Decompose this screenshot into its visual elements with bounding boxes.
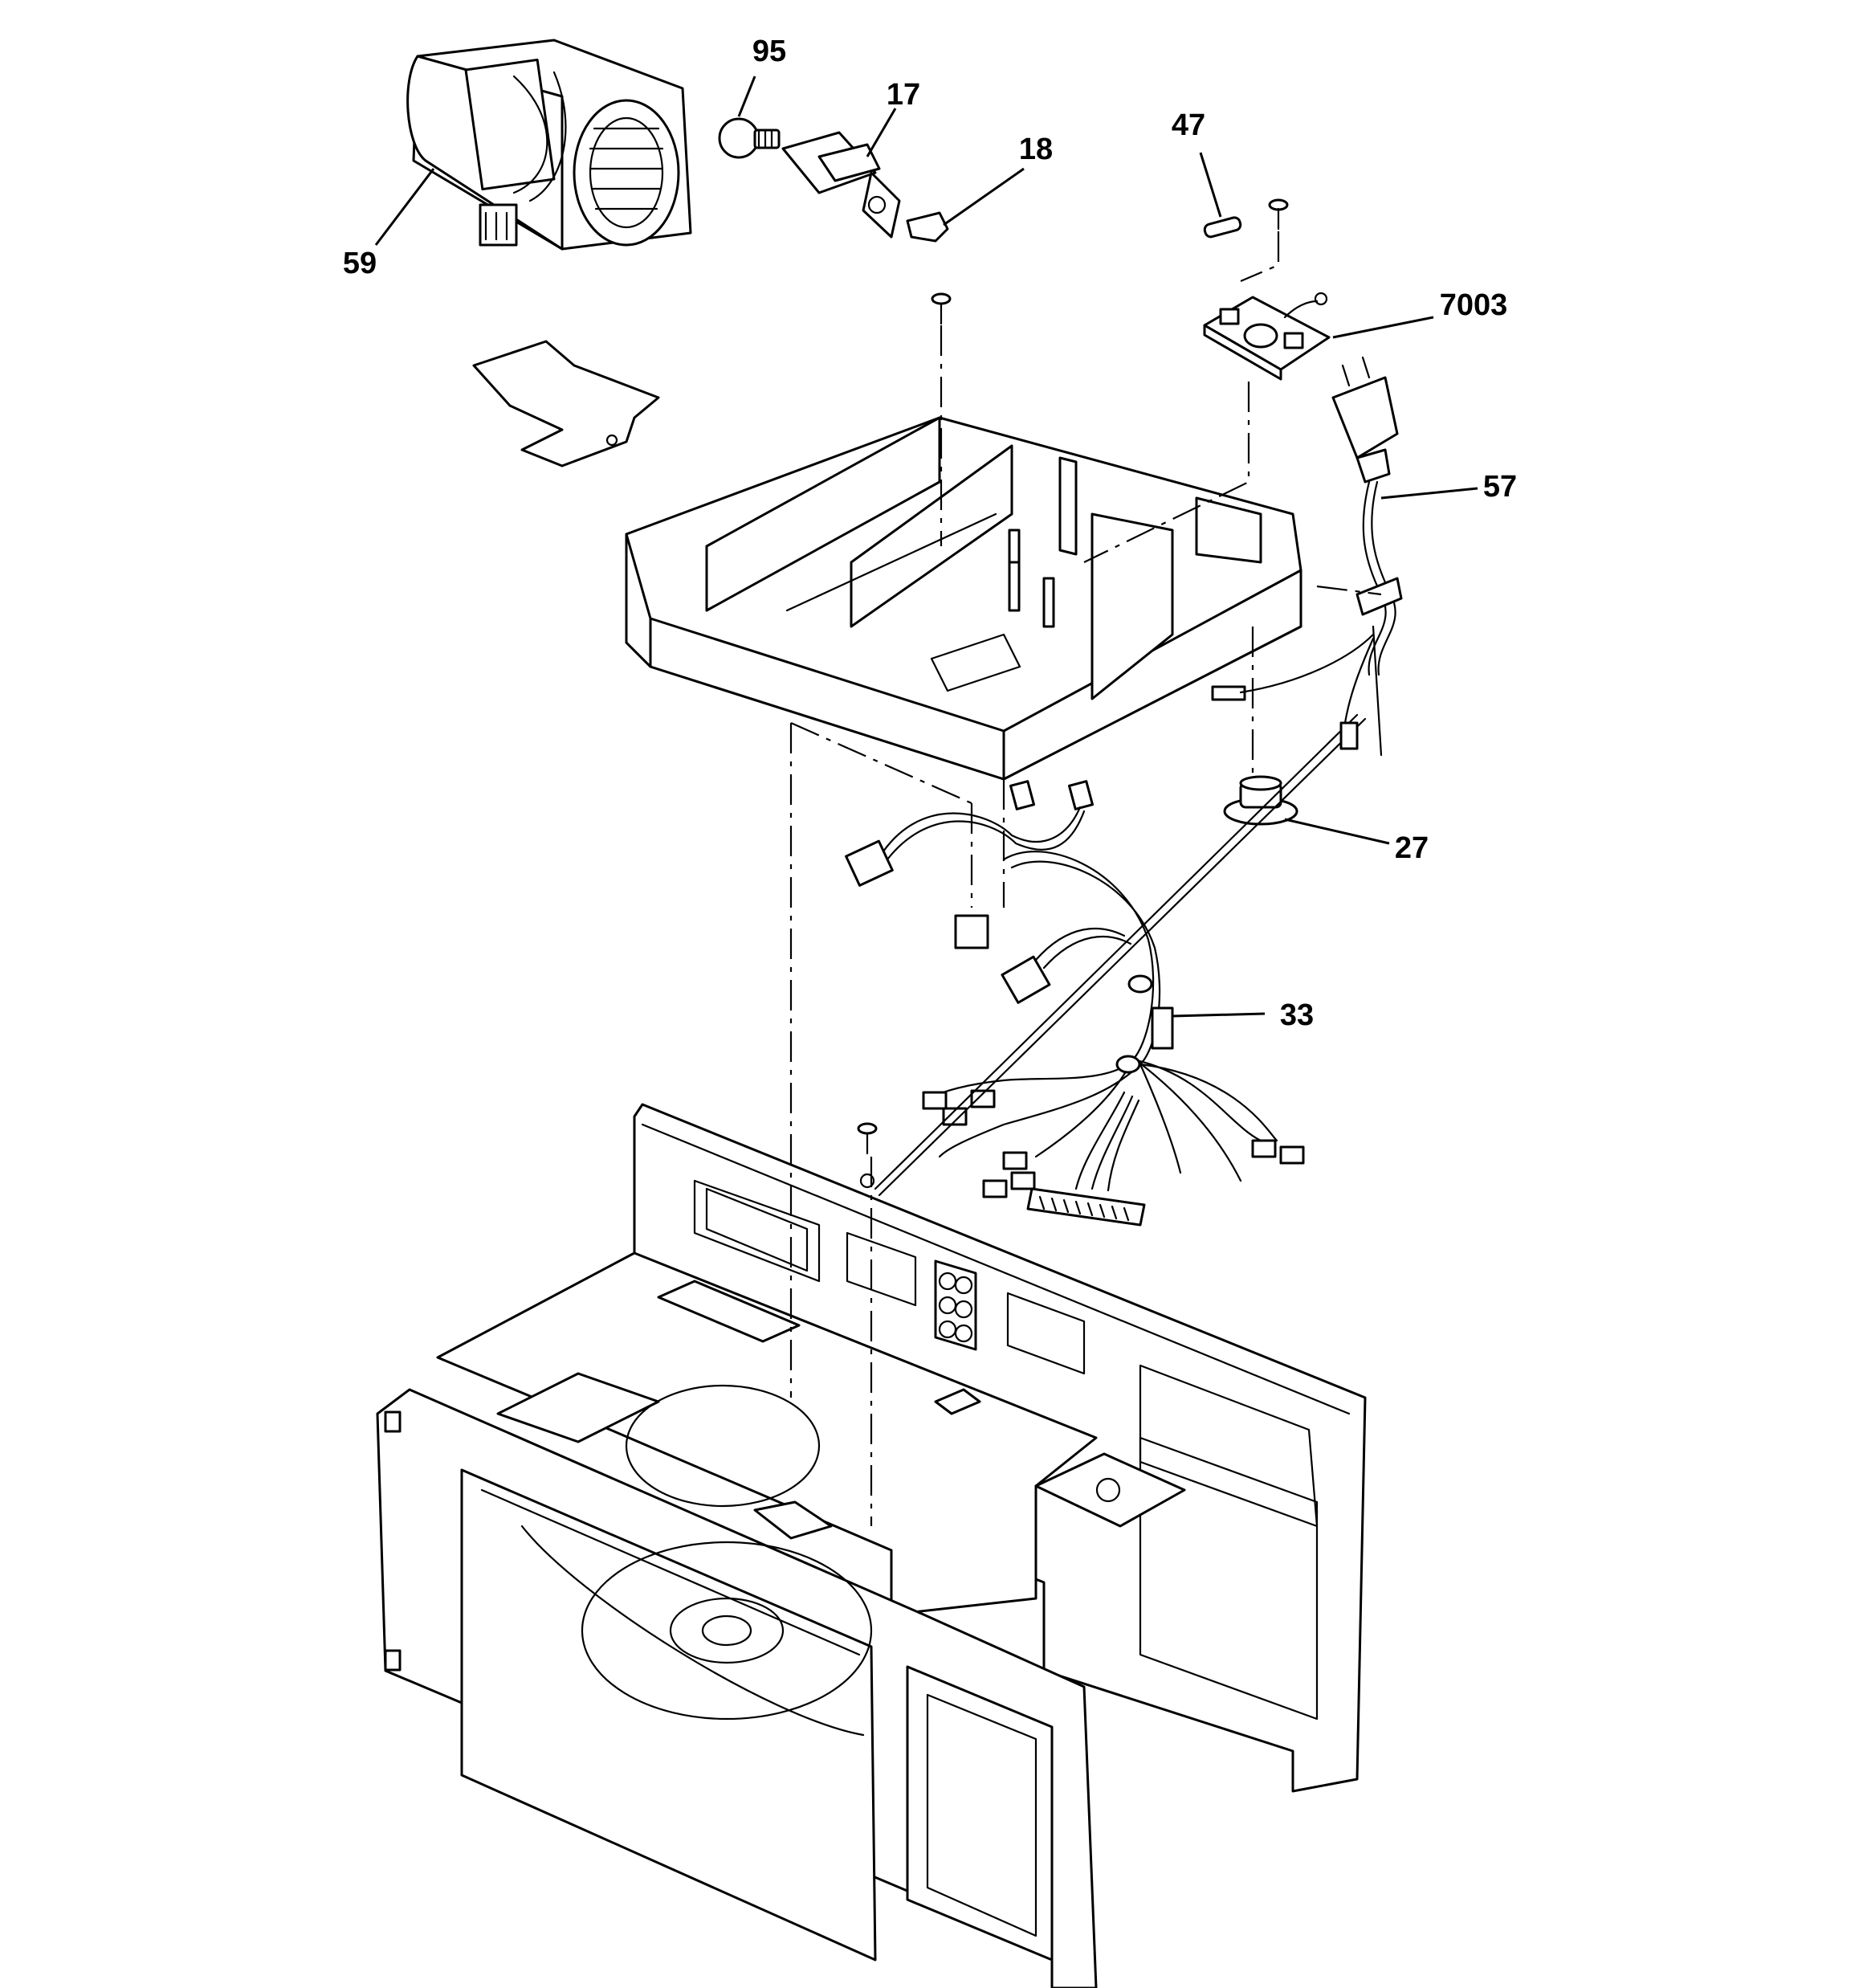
callout-labels: 95 17 18 47 59 7003 57 27 33 [343,35,1517,1032]
callout-leaders [374,76,1478,1018]
noise-filter-board[interactable] [1203,292,1331,381]
wire-harness[interactable] [845,625,1383,1227]
callout-33: 33 [1280,998,1314,1032]
lamp-holder-clip[interactable] [906,211,949,243]
screw-top-center[interactable] [931,292,952,325]
callout-57: 57 [1483,470,1517,504]
screw-top-right[interactable] [1268,198,1289,231]
callout-27: 27 [1395,831,1429,865]
oven-cavity-chassis[interactable] [376,1103,1367,1988]
insulation-pad[interactable] [472,340,660,467]
callout-18: 18 [1019,133,1053,166]
callout-95: 95 [752,35,786,68]
blower-motor-assembly[interactable] [406,39,692,251]
light-bulb[interactable] [718,117,781,159]
assembly-guide-lines [789,231,1382,1526]
callout-59: 59 [343,247,377,280]
thermostat[interactable] [1223,775,1298,826]
callout-7003: 7003 [1440,288,1508,322]
lamp-socket-bracket[interactable] [781,131,901,239]
screw-lower[interactable] [857,1122,878,1155]
callout-17: 17 [887,78,920,112]
callout-47: 47 [1172,108,1205,142]
top-cover-housing[interactable] [625,416,1302,781]
power-cord[interactable] [1331,356,1403,676]
fuse[interactable] [1203,216,1242,239]
